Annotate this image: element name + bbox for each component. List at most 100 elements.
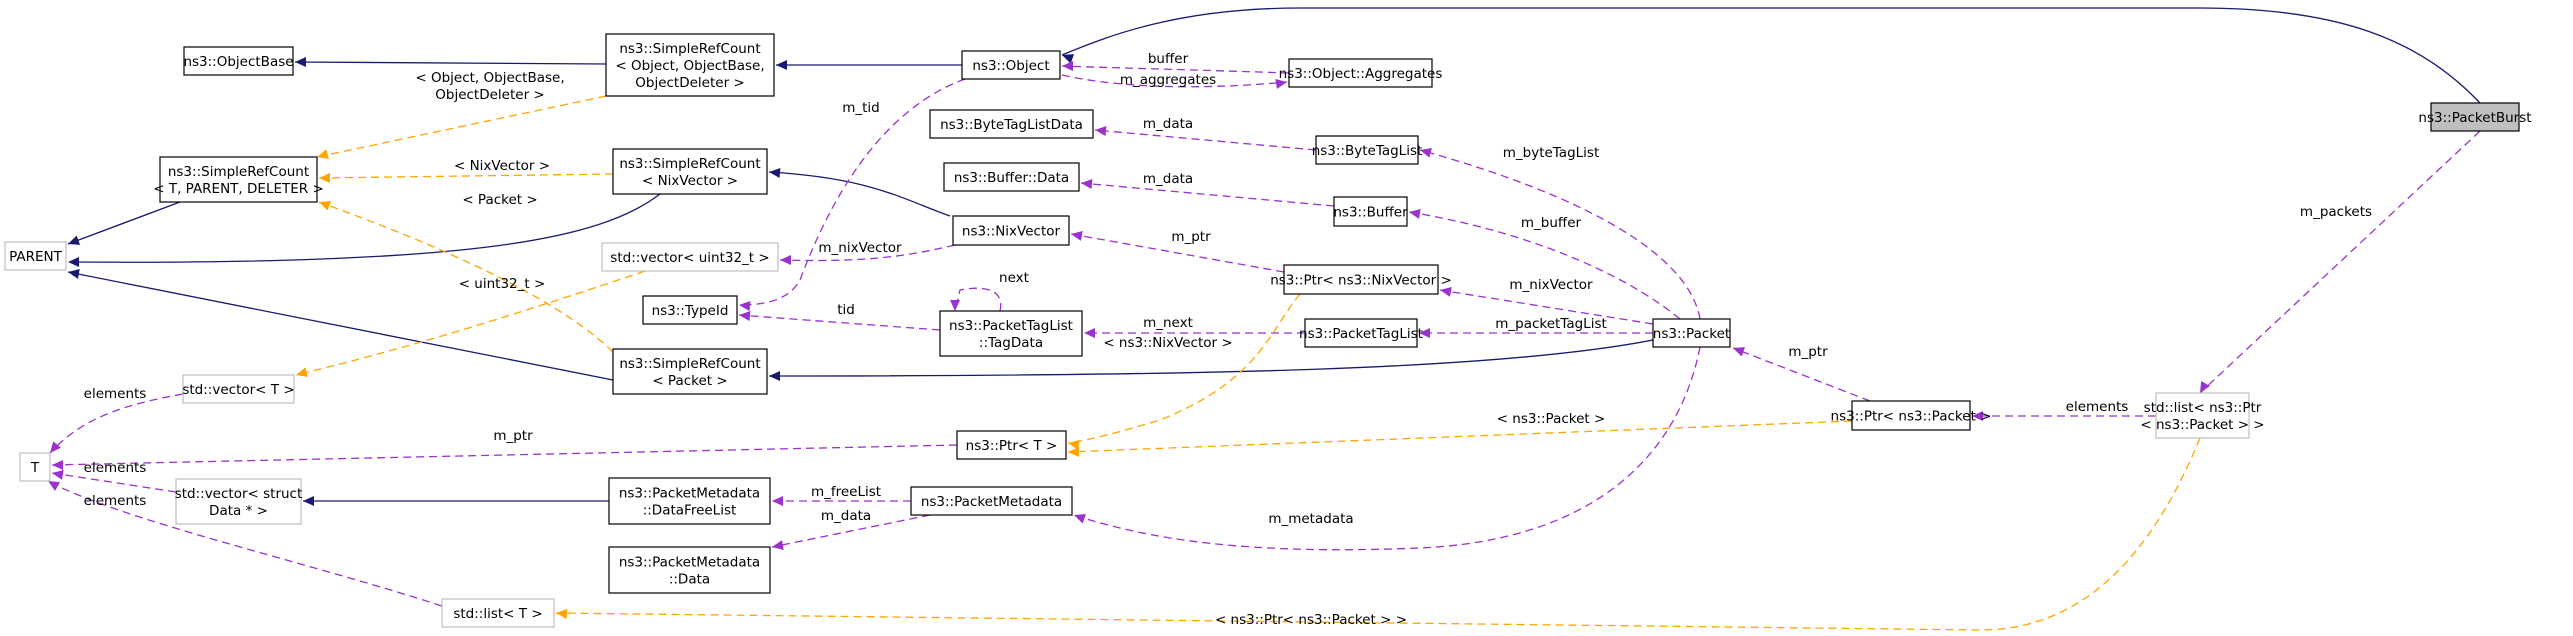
node-label: ns3::ByteTagListData [940,117,1083,133]
edge-line [1080,182,1335,207]
class-node-datafreelist[interactable]: ns3::PacketMetadata::DataFreeList [608,477,771,525]
edge-label-nixvector-ptr-tmpl: < ns3::NixVector > [1103,335,1232,351]
edge-packetburst-list-ptr-packet [2199,130,2481,394]
edge-packet-packettaglist [1419,328,1653,338]
arrowhead-icon [52,460,63,470]
node-label: ns3::SimpleRefCount [168,164,309,180]
edge-line [1094,129,1317,151]
arrowhead-icon [1068,447,1079,457]
edge-packet-ptr-nix [1439,286,1654,325]
class-node-tagdata[interactable]: ns3::PacketTagList::TagData [939,310,1083,357]
node-label: ns3::SimpleRefCount [619,156,760,172]
class-node-t[interactable]: T [19,452,51,482]
edge-line [51,444,958,466]
node-box [952,215,1070,246]
node-box [943,162,1080,192]
class-node-packet[interactable]: ns3::Packet [1652,318,1731,348]
edge-line [2199,130,2481,394]
class-node-pm-data[interactable]: ns3::PacketMetadata::Data [608,546,771,594]
class-node-packetmetadata[interactable]: ns3::PacketMetadata [910,486,1073,516]
node-label: ns3::PacketMetadata [619,555,760,571]
class-node-packetburst[interactable]: ns3::PacketBurst [2418,102,2532,132]
class-node-src-tpd[interactable]: ns3::SimpleRefCount< T, PARENT, DELETER … [153,156,324,203]
arrowhead-icon [1084,328,1095,338]
class-node-ptr-nix[interactable]: ns3::Ptr< ns3::NixVector > [1270,264,1452,295]
node-label: T [30,460,40,476]
class-node-packettaglist[interactable]: ns3::PacketTagList [1299,318,1423,348]
class-node-bytetaglistdata[interactable]: ns3::ByteTagListData [929,109,1094,139]
edge-ptr-t-t [51,444,958,470]
node-box [612,348,768,395]
edge-label-tid: tid [837,302,855,318]
arrowhead-icon [772,496,783,506]
edge-label-m-next: m_next [1143,315,1193,331]
class-node-src-packet[interactable]: ns3::SimpleRefCount< Packet > [612,348,768,395]
class-node-buffer[interactable]: ns3::Buffer [1333,196,1408,227]
class-node-src-nix[interactable]: ns3::SimpleRefCount< NixVector > [612,148,768,195]
node-box [1288,58,1433,88]
edge-label-buffer: buffer [1148,51,1189,67]
arrowhead-icon [1440,286,1452,297]
node-box [605,33,775,97]
node-label: < T, PARENT, DELETER > [153,181,324,197]
class-node-typeid[interactable]: ns3::TypeId [642,295,738,325]
class-node-bytetaglist[interactable]: ns3::ByteTagList [1312,135,1423,165]
node-box [612,148,768,195]
arrowhead-icon [296,367,308,377]
node-box [182,374,295,404]
edge-packettaglist-tagdata [1084,328,1305,338]
arrowhead-icon [1419,328,1430,338]
edge-nixvector-vec-uint32 [779,244,956,265]
edge-line [768,171,951,217]
node-label: ::DataFreeList [643,503,737,519]
arrowhead-icon [772,540,784,551]
edge-datafreelist-vec-data [303,496,609,506]
edge-label-m-data-btl: m_data [1143,116,1193,132]
node-label: PARENT [9,249,63,265]
node-label: ns3::TypeId [652,303,729,319]
edge-packet-src-packet [768,339,1654,381]
edge-line [1061,65,1290,74]
edge-label-elements-vec-data: elements [84,460,147,476]
edge-list-ptr-packet-ptr-packet [1972,411,2156,421]
node-label: ns3::SimpleRefCount [619,356,760,372]
arrowhead-icon [303,496,314,506]
edge-src-nix-src-tpd [318,173,614,183]
class-node-vec-t[interactable]: std::vector< T > [182,374,295,404]
class-node-objectbase[interactable]: ns3::ObjectBase [183,46,294,76]
edge-line [1439,289,1654,325]
class-node-list-t[interactable]: std::list< T > [441,598,555,628]
class-node-object[interactable]: ns3::Object [961,50,1061,80]
node-label: ns3::PacketMetadata [619,486,760,502]
arrowhead-icon [50,441,61,453]
node-label: ns3::Ptr< ns3::Packet > [1831,409,1992,425]
edge-list-t-t [47,480,443,607]
class-node-list-ptr-packet[interactable]: std::list< ns3::Ptr< ns3::Packet > > [2140,392,2265,439]
node-label: ns3::PacketBurst [2418,110,2531,126]
class-node-bufferdata[interactable]: ns3::Buffer::Data [943,162,1080,192]
node-box [2155,392,2250,439]
edge-line [49,393,184,454]
edge-packetburst-object [1061,7,2481,104]
edge-label-ns3-packet-tmpl: < ns3::Packet > [1497,411,1606,427]
node-box [939,310,1083,357]
node-label: < NixVector > [642,173,738,189]
class-node-src-object[interactable]: ns3::SimpleRefCount< Object, ObjectBase,… [605,33,775,97]
class-node-aggregates[interactable]: ns3::Object::Aggregates [1279,58,1443,88]
class-node-nixvector[interactable]: ns3::NixVector [952,215,1070,246]
node-box [961,50,1061,80]
edge-object-typeid [738,78,966,311]
edge-label-list-ptr-tmpl: < ns3::Ptr< ns3::Packet > > [1215,612,1407,628]
node-label: std::vector< struct [175,486,303,502]
edge-tagdata-self-next [950,287,1002,312]
arrowhead-icon [1062,61,1073,71]
class-node-parent[interactable]: PARENT [4,241,67,271]
class-node-ptr-packet[interactable]: ns3::Ptr< ns3::Packet > [1831,400,1992,431]
edge-label-m-data-buf: m_data [1143,171,1193,187]
edge-line [1070,233,1285,273]
class-node-ptr-t[interactable]: ns3::Ptr< T > [956,430,1067,460]
edge-line [294,61,607,65]
node-box [601,242,779,272]
class-node-vec-uint32[interactable]: std::vector< uint32_t > [601,242,779,272]
